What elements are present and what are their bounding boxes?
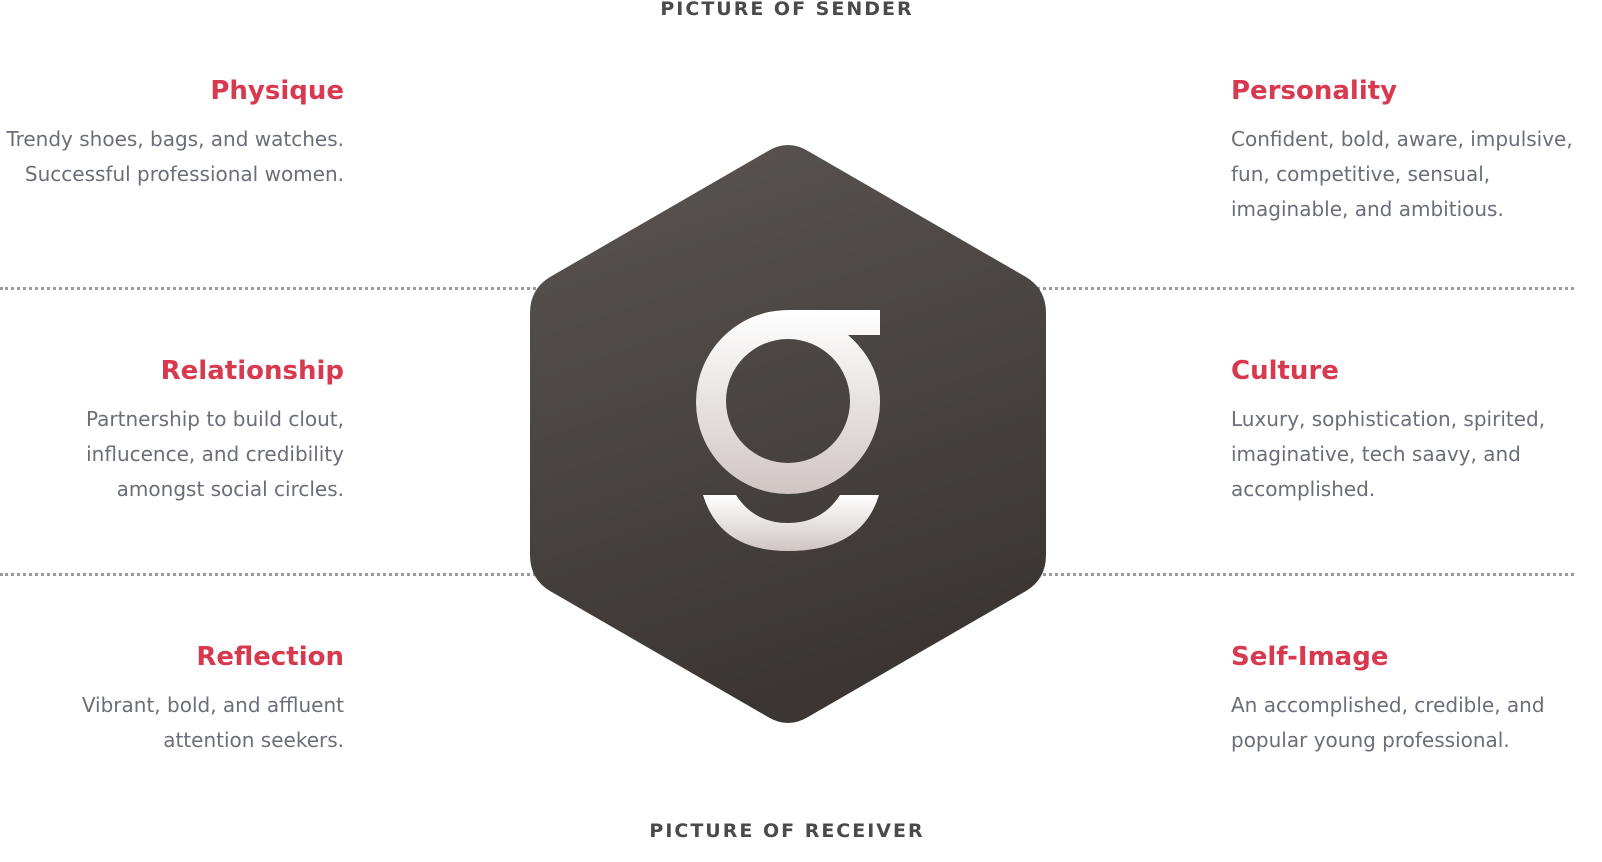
facet-title: Physique	[210, 76, 344, 106]
facet-title: Reflection	[196, 642, 344, 672]
facet-title: Culture	[1231, 356, 1339, 386]
facet-description: An accomplished, credible, and popular y…	[1231, 693, 1545, 752]
facet-personality: Personality Confident, bold, aware, impu…	[1231, 76, 1581, 227]
caption-picture-of-receiver: PICTURE OF RECEIVER	[649, 820, 925, 842]
facet-relationship: Relationship Partnership to build clout,…	[0, 356, 344, 507]
g-logo-icon	[696, 310, 881, 551]
facet-culture: Culture Luxury, sophistication, spirited…	[1231, 356, 1581, 507]
facet-title: Self-Image	[1231, 642, 1389, 672]
facet-title: Personality	[1231, 76, 1398, 106]
facet-description: Confident, bold, aware, impulsive, fun, …	[1231, 127, 1573, 221]
hexagon-shape	[530, 145, 1046, 723]
caption-picture-of-sender: PICTURE OF SENDER	[660, 0, 914, 20]
facet-title: Relationship	[160, 356, 344, 386]
facet-description: Partnership to build clout, influcence, …	[85, 407, 344, 501]
brand-hexagon	[530, 145, 1046, 723]
facet-description: Vibrant, bold, and affluent attention se…	[81, 693, 344, 752]
facet-description: Trendy shoes, bags, and watches. Success…	[6, 127, 344, 186]
facet-description: Luxury, sophistication, spirited, imagin…	[1231, 407, 1546, 501]
facet-reflection: Reflection Vibrant, bold, and affluent a…	[0, 642, 344, 758]
facet-self-image: Self-Image An accomplished, credible, an…	[1231, 642, 1581, 758]
facet-physique: Physique Trendy shoes, bags, and watches…	[0, 76, 344, 192]
